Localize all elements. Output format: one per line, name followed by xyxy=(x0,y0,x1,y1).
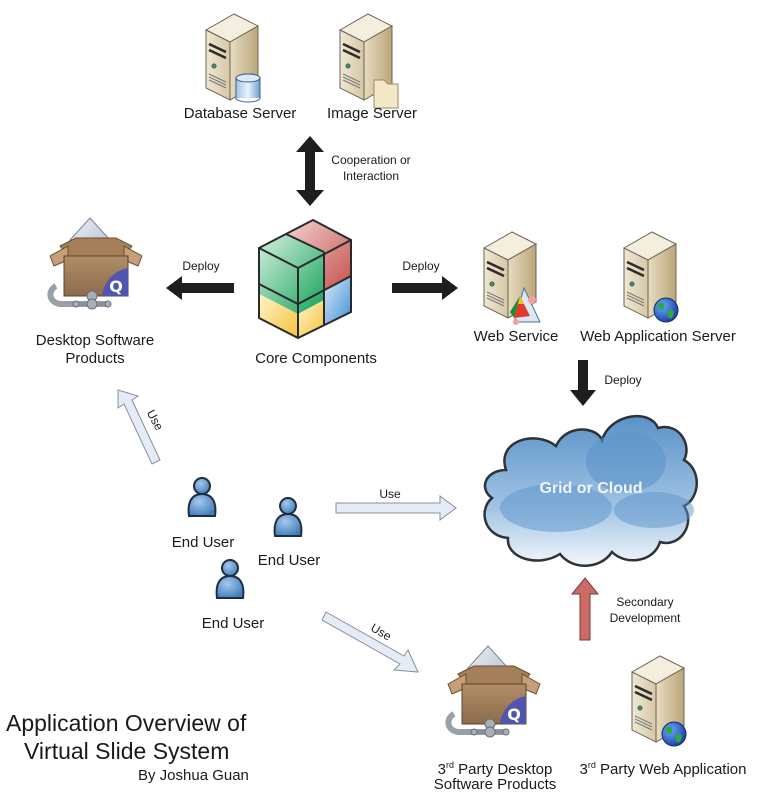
cooperation-arrow xyxy=(296,136,324,206)
end-user-1-label: End User xyxy=(171,534,235,551)
use-third-party-arrow xyxy=(321,611,419,673)
end-user-3-label: End User xyxy=(201,615,265,632)
end-user-2-icon[interactable] xyxy=(272,496,306,540)
deploy-right-arrow xyxy=(392,276,458,300)
cube-icon[interactable] xyxy=(256,214,366,344)
database-server-icon[interactable] xyxy=(196,8,276,104)
cloud-icon[interactable] xyxy=(476,400,706,580)
third-party-desktop-label-1: 3rd Party Desktop xyxy=(437,760,553,778)
deploy-left-label: Deploy xyxy=(182,259,220,273)
end-user-3-icon[interactable] xyxy=(214,558,248,602)
image-server-label: Image Server xyxy=(326,105,418,122)
author-byline: By Joshua Guan xyxy=(138,767,249,784)
secondary-development-arrow xyxy=(570,577,600,641)
third-party-web-icon[interactable] xyxy=(622,650,702,750)
cloud-label: Grid or Cloud xyxy=(539,480,643,497)
secondary-development-label-2: Development xyxy=(609,611,681,625)
end-user-2-label: End User xyxy=(257,552,321,569)
image-server-icon[interactable] xyxy=(330,8,410,109)
use-cloud-label: Use xyxy=(379,487,401,501)
core-components-label: Core Components xyxy=(255,350,377,367)
third-party-desktop-label-2: Software Products xyxy=(433,776,557,793)
cooperation-label-1: Cooperation or xyxy=(331,153,411,167)
third-party-web-label: 3rd Party Web Application xyxy=(579,760,747,778)
web-app-server-label: Web Application Server xyxy=(580,328,736,345)
deploy-left-arrow xyxy=(166,276,234,300)
desktop-software-label-1: Desktop Software xyxy=(35,332,155,349)
desktop-software-label-2: Products xyxy=(65,350,125,367)
web-service-label: Web Service xyxy=(473,328,559,345)
deploy-down-arrow xyxy=(570,360,596,406)
third-party-desktop-icon[interactable] xyxy=(444,644,544,744)
secondary-development-label-1: Secondary xyxy=(616,595,674,609)
deploy-right-label: Deploy xyxy=(402,259,440,273)
database-server-label: Database Server xyxy=(183,105,297,122)
title-line-1: Application Overview of xyxy=(6,710,247,736)
web-service-icon[interactable] xyxy=(474,226,564,326)
use-cloud-arrow xyxy=(335,495,457,521)
cooperation-label-2: Interaction xyxy=(342,169,400,183)
title-line-2: Virtual Slide System xyxy=(24,738,230,764)
use-desktop-arrow xyxy=(117,389,161,465)
end-user-1-icon[interactable] xyxy=(186,476,220,520)
desktop-software-icon[interactable] xyxy=(46,216,146,316)
deploy-down-label: Deploy xyxy=(604,373,642,387)
web-app-server-icon[interactable] xyxy=(614,226,694,326)
